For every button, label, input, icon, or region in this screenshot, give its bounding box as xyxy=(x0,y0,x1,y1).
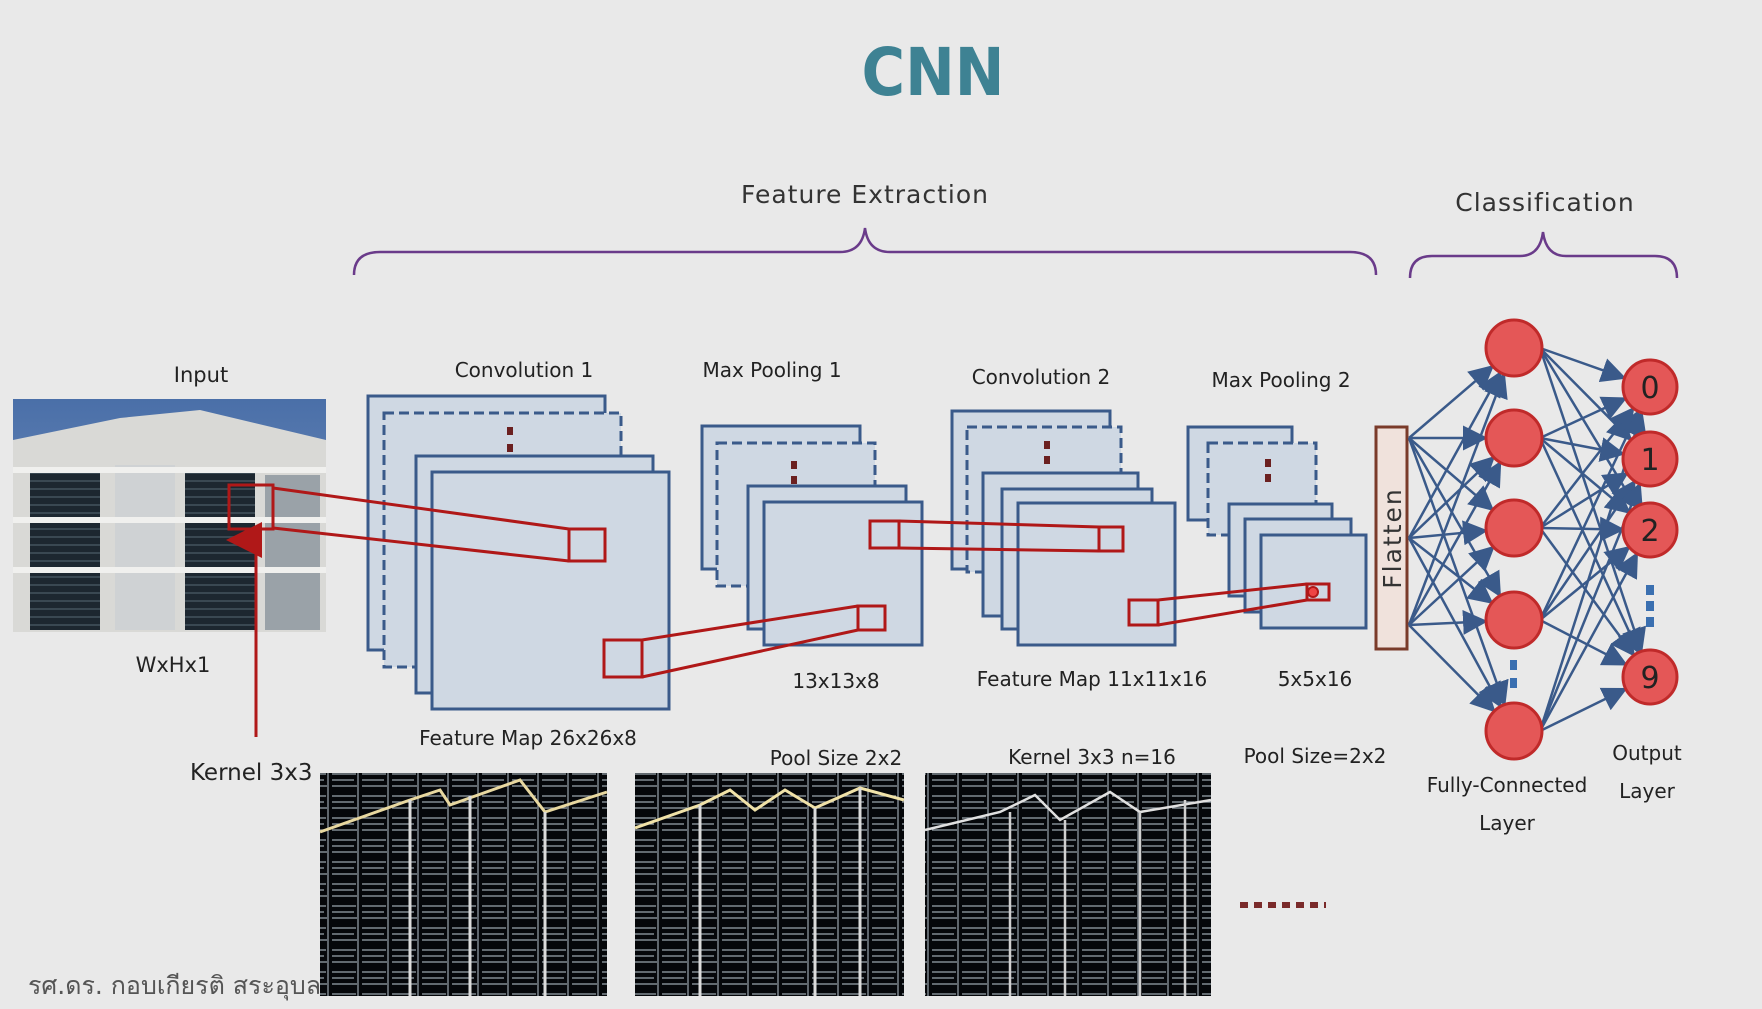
connector xyxy=(898,519,1100,529)
output-digit-label: 9 xyxy=(1640,661,1659,696)
hidden-to-output-arrow xyxy=(1538,409,1640,621)
input-to-hidden-arrow xyxy=(1408,545,1495,626)
page-title: CNN xyxy=(862,34,1005,111)
output-neuron xyxy=(1621,501,1679,559)
pool2-stack xyxy=(1186,425,1368,630)
pool2-cell-dot xyxy=(1307,586,1319,598)
hidden-to-output-arrow xyxy=(1538,479,1636,621)
connector xyxy=(272,526,570,563)
output-ellipsis xyxy=(1646,601,1654,611)
hidden-neuron xyxy=(1484,590,1544,650)
pool1-label: Max Pooling 1 xyxy=(702,358,841,382)
input-to-hidden-arrow xyxy=(1408,537,1494,604)
hidden-to-output-arrow xyxy=(1539,347,1633,442)
output-digit-label: 0 xyxy=(1640,371,1659,406)
input-label: Input xyxy=(174,363,228,387)
output-ellipsis xyxy=(1646,585,1654,595)
hidden-to-output-arrow xyxy=(1539,618,1628,666)
hidden-to-output-arrow xyxy=(1538,551,1638,732)
output-digit-label: 1 xyxy=(1640,443,1659,478)
conv1-kernel-box xyxy=(567,527,607,563)
pool1-box xyxy=(856,604,887,632)
connector xyxy=(1157,582,1308,602)
hidden-to-output-arrow xyxy=(1539,472,1629,530)
fc-label-line2: Layer xyxy=(1479,811,1536,835)
input-to-hidden-arrow xyxy=(1408,624,1496,713)
feature-extraction-brace xyxy=(352,227,1378,276)
input-to-hidden-arrow xyxy=(1408,364,1495,439)
pool1-dim-label: 13x13x8 xyxy=(792,669,879,693)
hidden-to-output-arrow xyxy=(1539,516,1626,542)
hidden-neuron xyxy=(1484,408,1544,468)
conv1-feature-map-label: Feature Map 26x26x8 xyxy=(419,726,637,750)
input-to-hidden-arrow xyxy=(1408,455,1496,539)
hidden-to-output-arrow xyxy=(1538,347,1647,654)
kernel-label: Kernel 3x3 xyxy=(190,760,312,786)
input-to-hidden-arrow xyxy=(1408,520,1489,546)
classification-brace xyxy=(1408,231,1679,279)
conv2-stack xyxy=(950,409,1177,647)
feature-extraction-label: Feature Extraction xyxy=(741,180,989,209)
conv2-pool-box xyxy=(1127,598,1160,627)
connector xyxy=(641,628,859,679)
feature-image-2 xyxy=(634,773,905,996)
conv2-label: Convolution 2 xyxy=(972,365,1111,389)
hidden-to-output-arrow xyxy=(1538,437,1641,655)
connector xyxy=(898,546,1100,553)
hidden-ellipsis xyxy=(1510,678,1517,688)
classification-label: Classification xyxy=(1455,188,1634,217)
input-image xyxy=(13,399,326,632)
hidden-to-output-arrow xyxy=(1539,687,1628,733)
output-digit-label: 2 xyxy=(1640,514,1659,549)
feature-image-3 xyxy=(924,773,1212,996)
input-to-hidden-arrow xyxy=(1407,460,1502,626)
hidden-to-output-arrow xyxy=(1539,406,1635,529)
author-credit: รศ.ดร. กอบเกียรติ สระอุบล xyxy=(28,971,321,1001)
pool2-label: Max Pooling 2 xyxy=(1211,368,1350,392)
output-neuron xyxy=(1621,648,1679,706)
fc-nodes: 0 1 2 9 xyxy=(1484,318,1679,761)
hidden-neuron xyxy=(1484,701,1544,761)
conv1-stack xyxy=(366,394,671,711)
hidden-neuron xyxy=(1484,318,1544,378)
conv2-kernel-box xyxy=(1097,525,1125,553)
conv1-label: Convolution 1 xyxy=(455,358,594,382)
conv2-kernel-label: Kernel 3x3 n=16 xyxy=(1008,745,1176,769)
output-label-line2: Layer xyxy=(1619,779,1676,803)
output-neuron xyxy=(1621,430,1679,488)
conv1-pool-box xyxy=(602,638,644,679)
input-to-hidden-arrow xyxy=(1407,537,1502,709)
output-ellipsis xyxy=(1646,617,1654,627)
hidden-neuron xyxy=(1484,498,1544,558)
input-to-hidden-arrow xyxy=(1408,609,1489,635)
pool1-kernel-box xyxy=(868,519,901,550)
input-to-hidden-arrow xyxy=(1407,372,1508,626)
pool2-size-label: Pool Size=2x2 xyxy=(1244,744,1387,768)
connector xyxy=(1157,598,1308,627)
hidden-to-output-arrow xyxy=(1539,545,1631,621)
input-dim-label: WxHx1 xyxy=(136,653,211,677)
output-label-line1: Output xyxy=(1612,741,1682,765)
input-to-hidden-arrow xyxy=(1407,437,1509,707)
connector xyxy=(641,604,859,642)
hidden-to-output-arrow xyxy=(1539,346,1627,383)
flatten-label: Flatten xyxy=(1378,487,1407,588)
pool2-dim-label: 5x5x16 xyxy=(1278,667,1353,691)
connector xyxy=(272,486,570,531)
hidden-ellipsis xyxy=(1510,660,1517,670)
feature-image-1 xyxy=(319,773,608,996)
output-neuron xyxy=(1621,358,1679,416)
hidden-to-output-arrow xyxy=(1539,436,1626,462)
input-to-hidden-arrow xyxy=(1408,437,1495,512)
flatten-bar xyxy=(1374,425,1409,651)
conv2-feature-map-label: Feature Map 11x11x16 xyxy=(977,667,1208,691)
input-to-hidden-arrow xyxy=(1407,370,1502,539)
fc-label-line1: Fully-Connected xyxy=(1427,773,1588,797)
pool1-size-label: Pool Size 2x2 xyxy=(770,746,902,770)
hidden-to-output-arrow xyxy=(1539,396,1628,440)
